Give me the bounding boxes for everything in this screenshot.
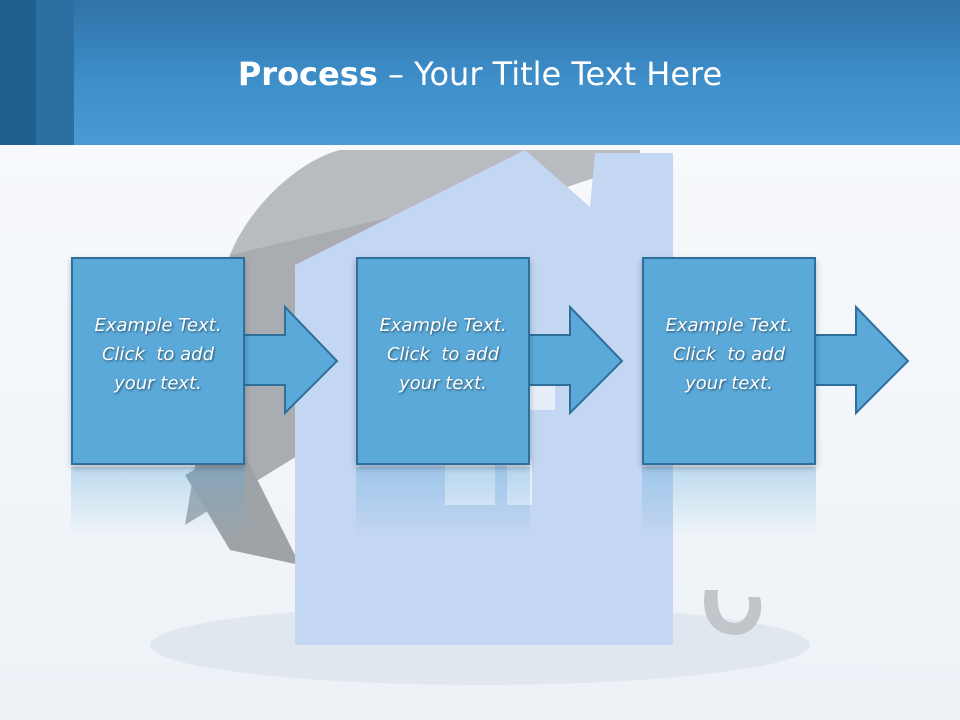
right-arrow-icon [813, 304, 910, 416]
step-text-line: Click to add [101, 344, 214, 365]
reflection-1 [71, 467, 245, 537]
title-bar: Process – Your Title Text Here [0, 0, 960, 145]
step-box [71, 257, 245, 465]
step-box [642, 257, 816, 465]
title-bold: Process [237, 55, 378, 93]
header-accent-stripe-2 [36, 0, 74, 145]
slide-title[interactable]: Process – Your Title Text Here [0, 52, 960, 96]
reflection-3 [642, 467, 816, 537]
reflection-2 [356, 467, 530, 537]
title-rest: – Your Title Text Here [377, 55, 723, 93]
header-accent-stripe [0, 0, 36, 145]
right-arrow-icon [242, 304, 339, 416]
step-text-line: your text. [114, 373, 202, 394]
step-text-line: your text. [399, 373, 487, 394]
right-arrow-icon [527, 304, 624, 416]
step-text-line: your text. [685, 373, 773, 394]
step-text-line: Click to add [672, 344, 785, 365]
step-text[interactable]: Example Text. Click to add your text. [71, 311, 245, 398]
step-box [356, 257, 530, 465]
step-text[interactable]: Example Text. Click to add your text. [642, 311, 816, 398]
step-text-line: Example Text. [379, 315, 507, 336]
step-text-line: Example Text. [94, 315, 222, 336]
step-text-line: Click to add [386, 344, 499, 365]
step-text[interactable]: Example Text. Click to add your text. [356, 311, 530, 398]
step-text-line: Example Text. [665, 315, 793, 336]
